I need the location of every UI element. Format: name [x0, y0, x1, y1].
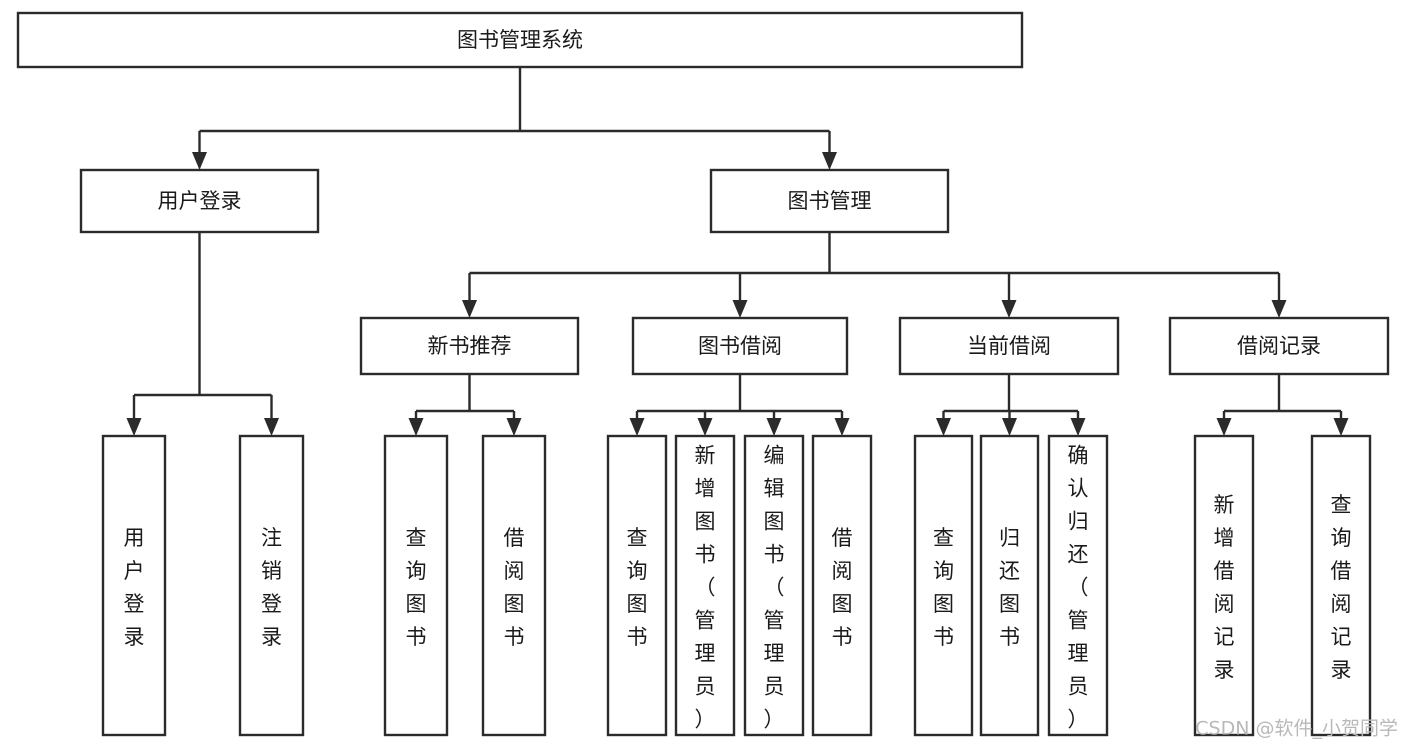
node-leaf-当前借阅-归还图书-label: 归还图书 [999, 526, 1020, 649]
node-leaf-用户登录-用户登录-label: 用户登录 [124, 526, 145, 649]
node-leaf-图书借阅-查询图书[interactable]: 查询图书 [606, 434, 668, 737]
node-leaf-新书推荐-查询图书[interactable]: 查询图书 [383, 434, 449, 737]
node-root-图书管理系统-label: 图书管理系统 [457, 28, 583, 52]
connector-to-编辑图书管理员-arrowhead [766, 418, 782, 436]
node-l3-当前借阅-label: 当前借阅 [967, 334, 1051, 358]
node-leaf-借阅记录-查询借阅记录[interactable]: 查询借阅记录 [1310, 434, 1372, 737]
node-l2-用户登录-box [79, 168, 320, 234]
connector-to-图书管理-arrowhead [822, 152, 837, 170]
node-root-图书管理系统[interactable]: 图书管理系统 [16, 11, 1024, 69]
node-leaf-图书借阅-借阅图书-label: 借阅图书 [832, 526, 853, 649]
node-leaf-借阅记录-新增借阅记录-label: 新增借阅记录 [1214, 493, 1235, 682]
node-leaf-新书推荐-查询图书-box [383, 434, 449, 737]
node-leaf-当前借阅-查询图书-label: 查询图书 [933, 526, 954, 649]
node-l2-用户登录-label: 用户登录 [158, 189, 242, 213]
connector-to-新增图书管理员-arrowhead [697, 418, 713, 436]
node-leaf-图书借阅-新增图书管理员-box [674, 434, 736, 737]
connector-to-借阅图书-arrowhead [506, 418, 522, 436]
node-l2-图书管理-box [709, 168, 950, 234]
node-l3-图书借阅-box [631, 316, 849, 376]
node-leaf-新书推荐-借阅图书-box [481, 434, 547, 737]
node-leaf-图书借阅-新增图书管理员[interactable]: 新增图书（管理员） [674, 434, 736, 737]
node-leaf-图书借阅-编辑图书管理员-box [743, 434, 805, 737]
node-layer: 图书管理系统用户登录图书管理新书推荐图书借阅当前借阅借阅记录用户登录注销登录查询… [16, 11, 1390, 737]
node-l3-图书借阅[interactable]: 图书借阅 [631, 316, 849, 376]
connector-to-新书推荐-arrowhead [462, 300, 477, 318]
node-leaf-用户登录-用户登录[interactable]: 用户登录 [101, 434, 167, 737]
node-leaf-用户登录-注销登录-box [238, 434, 305, 737]
node-leaf-图书借阅-新增图书管理员-label: 新增图书（管理员） [695, 444, 716, 732]
node-leaf-图书借阅-查询图书-box [606, 434, 668, 737]
node-leaf-当前借阅-确认归还管理员-label: 确认归还（管理员） [1068, 444, 1089, 732]
node-leaf-图书借阅-编辑图书管理员[interactable]: 编辑图书（管理员） [743, 434, 805, 737]
node-l3-借阅记录-label: 借阅记录 [1237, 334, 1321, 358]
node-leaf-借阅记录-新增借阅记录-box [1193, 434, 1255, 737]
node-leaf-新书推荐-借阅图书[interactable]: 借阅图书 [481, 434, 547, 737]
node-leaf-当前借阅-查询图书[interactable]: 查询图书 [913, 434, 974, 737]
node-l3-图书借阅-label: 图书借阅 [698, 334, 782, 358]
node-leaf-当前借阅-确认归还管理员[interactable]: 确认归还（管理员） [1047, 434, 1109, 737]
node-l2-用户登录[interactable]: 用户登录 [79, 168, 320, 234]
connector-to-查询图书-arrowhead [408, 418, 424, 436]
node-leaf-当前借阅-查询图书-box [913, 434, 974, 737]
node-leaf-新书推荐-查询图书-label: 查询图书 [406, 526, 427, 649]
node-leaf-新书推荐-借阅图书-label: 借阅图书 [504, 526, 525, 649]
node-leaf-借阅记录-新增借阅记录[interactable]: 新增借阅记录 [1193, 434, 1255, 737]
node-leaf-用户登录-注销登录-label: 注销登录 [261, 526, 282, 649]
watermark-label: CSDN @软件_小贺同学 [1195, 718, 1398, 740]
node-leaf-当前借阅-确认归还管理员-box [1047, 434, 1109, 737]
connector-to-查询图书-arrowhead [936, 418, 951, 436]
node-leaf-借阅记录-查询借阅记录-label: 查询借阅记录 [1331, 493, 1352, 682]
node-leaf-用户登录-用户登录-box [101, 434, 167, 737]
node-root-图书管理系统-box [16, 11, 1024, 69]
connector-layer [126, 67, 1349, 436]
connector-to-图书借阅-arrowhead [732, 300, 748, 318]
node-l3-新书推荐[interactable]: 新书推荐 [359, 316, 580, 376]
node-leaf-图书借阅-查询图书-label: 查询图书 [627, 526, 648, 649]
connector-to-新增借阅记录-arrowhead [1216, 418, 1232, 436]
node-leaf-图书借阅-借阅图书-box [811, 434, 873, 737]
connector-to-查询借阅记录-arrowhead [1333, 418, 1349, 436]
node-leaf-图书借阅-编辑图书管理员-label: 编辑图书（管理员） [764, 444, 785, 732]
node-leaf-当前借阅-归还图书[interactable]: 归还图书 [979, 434, 1040, 737]
node-l3-新书推荐-label: 新书推荐 [428, 334, 512, 358]
node-l2-图书管理-label: 图书管理 [788, 189, 872, 213]
node-l3-新书推荐-box [359, 316, 580, 376]
node-l3-借阅记录-box [1168, 316, 1390, 376]
connector-to-当前借阅-arrowhead [1001, 300, 1017, 318]
node-l3-借阅记录[interactable]: 借阅记录 [1168, 316, 1390, 376]
node-leaf-借阅记录-查询借阅记录-box [1310, 434, 1372, 737]
node-leaf-图书借阅-借阅图书[interactable]: 借阅图书 [811, 434, 873, 737]
connector-to-归还图书-arrowhead [1002, 418, 1017, 436]
connector-to-查询图书-arrowhead [629, 418, 645, 436]
connector-to-用户登录-arrowhead [192, 152, 207, 170]
connector-to-借阅记录-arrowhead [1271, 300, 1287, 318]
node-leaf-用户登录-注销登录[interactable]: 注销登录 [238, 434, 305, 737]
connector-to-注销登录-arrowhead [264, 418, 279, 436]
connector-to-用户登录-arrowhead [126, 418, 142, 436]
node-leaf-当前借阅-归还图书-box [979, 434, 1040, 737]
node-l3-当前借阅[interactable]: 当前借阅 [898, 316, 1120, 376]
connector-to-确认归还管理员-arrowhead [1070, 418, 1086, 436]
node-l3-当前借阅-box [898, 316, 1120, 376]
connector-to-借阅图书-arrowhead [834, 418, 850, 436]
node-l2-图书管理[interactable]: 图书管理 [709, 168, 950, 234]
